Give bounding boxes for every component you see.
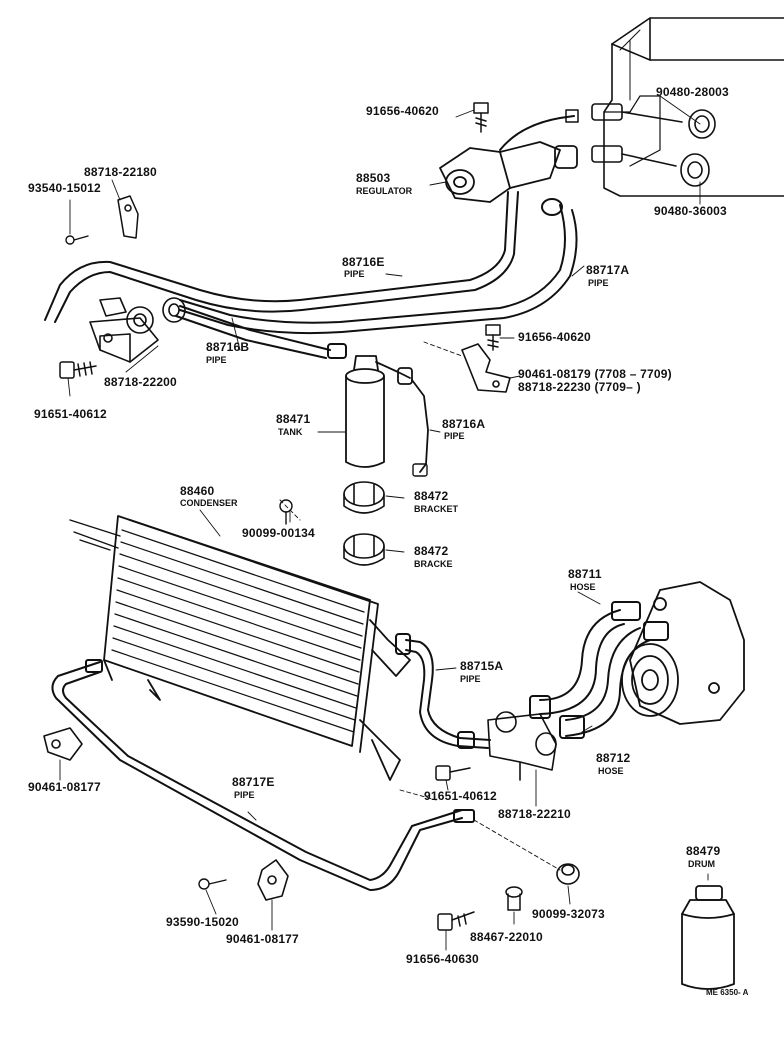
label-93590-15020: 93590-15020 bbox=[166, 915, 239, 929]
label-88718-22200: 88718-22200 bbox=[104, 375, 177, 389]
upper-pipe bbox=[499, 115, 575, 151]
label-88716e: 88716E bbox=[342, 255, 385, 269]
label-88503: 88503 bbox=[356, 171, 391, 185]
label-88472-upper: 88472 bbox=[414, 489, 449, 503]
label-88715a: 88715A bbox=[460, 659, 504, 673]
pin-88467-22010 bbox=[505, 886, 523, 911]
label-88471: 88471 bbox=[276, 412, 311, 426]
screw-93540-15012 bbox=[65, 235, 89, 245]
label-90461-08177-left: 90461-08177 bbox=[28, 780, 101, 794]
label-88716e-name: PIPE bbox=[344, 269, 365, 279]
left-fittings bbox=[99, 297, 186, 334]
label-90480-36003: 90480-36003 bbox=[654, 204, 727, 218]
label-90461-08177-bottom: 90461-08177 bbox=[226, 932, 299, 946]
label-90099-32073: 90099-32073 bbox=[532, 907, 605, 921]
bolt-91656-40620-top bbox=[473, 102, 489, 133]
label-88717a-name: PIPE bbox=[588, 278, 609, 288]
screw-90099-00134 bbox=[279, 499, 293, 525]
label-91651-40612-left: 91651-40612 bbox=[34, 407, 107, 421]
label-91656-40620-mid: 91656-40620 bbox=[518, 330, 591, 344]
pipe-88717e bbox=[51, 659, 475, 891]
grommet-90099-32073 bbox=[556, 863, 580, 885]
pipe-88717a bbox=[179, 198, 578, 335]
pipe-88716b bbox=[175, 305, 347, 359]
label-88717e: 88717E bbox=[232, 775, 275, 789]
compressor-fittings bbox=[591, 103, 716, 187]
label-88712: 88712 bbox=[596, 751, 631, 765]
tank-88471 bbox=[345, 355, 413, 468]
label-90461-08179: 90461-08179 (7708 – 7709) bbox=[518, 367, 672, 381]
label-88717e-name: PIPE bbox=[234, 790, 255, 800]
label-91656-40620-top: 91656-40620 bbox=[366, 104, 439, 118]
engine-block bbox=[603, 17, 784, 197]
bracket-88472-upper bbox=[343, 481, 385, 514]
label-88467-22010: 88467-22010 bbox=[470, 930, 543, 944]
diagram-code: ME 6350- A bbox=[706, 988, 749, 997]
hose-88712 bbox=[559, 621, 669, 739]
label-93540-15012: 93540-15012 bbox=[28, 181, 101, 195]
label-88716a-name: PIPE bbox=[444, 431, 465, 441]
label-88479: 88479 bbox=[686, 844, 721, 858]
leader-lines bbox=[59, 95, 709, 951]
label-88711: 88711 bbox=[568, 567, 602, 581]
label-88718-22230: 88718-22230 (7709– ) bbox=[518, 380, 641, 394]
label-88460-name: CONDENSER bbox=[180, 498, 238, 508]
label-88716b: 88716B bbox=[206, 340, 250, 354]
bracket-88472-lower bbox=[343, 533, 385, 566]
bracket-88718-22180 bbox=[117, 195, 139, 239]
label-88718-22180: 88718-22180 bbox=[84, 165, 157, 179]
drum-88479 bbox=[681, 885, 735, 990]
label-88479-name: DRUM bbox=[688, 859, 715, 869]
bracket-90461-08179 bbox=[461, 343, 511, 393]
bracket-88718-22200 bbox=[89, 317, 159, 363]
condenser-88460 bbox=[69, 515, 411, 781]
hose-88711 bbox=[529, 601, 641, 719]
clip-90461-08177-left bbox=[43, 727, 83, 761]
label-88472-lower: 88472 bbox=[414, 544, 449, 558]
label-88503-name: REGULATOR bbox=[356, 186, 413, 196]
label-88472-upper-name: BRACKET bbox=[414, 504, 458, 514]
bolt-91651-40612-right bbox=[435, 765, 471, 781]
label-88460: 88460 bbox=[180, 484, 215, 498]
pipe-88716a bbox=[411, 379, 429, 473]
label-88711-name: HOSE bbox=[570, 582, 596, 592]
compressor bbox=[621, 581, 745, 725]
label-88716a: 88716A bbox=[442, 417, 486, 431]
screw-93590-15020 bbox=[198, 878, 227, 890]
label-91656-40630: 91656-40630 bbox=[406, 952, 479, 966]
label-88717a: 88717A bbox=[586, 263, 630, 277]
pipe-88716e bbox=[44, 191, 519, 323]
label-88718-22210: 88718-22210 bbox=[498, 807, 571, 821]
label-88716b-name: PIPE bbox=[206, 355, 227, 365]
bolt-91656-40630 bbox=[437, 911, 475, 931]
label-90480-28003: 90480-28003 bbox=[656, 85, 729, 99]
clip-90461-08177-bottom bbox=[257, 859, 289, 901]
label-90099-00134: 90099-00134 bbox=[242, 526, 315, 540]
label-88712-name: HOSE bbox=[598, 766, 624, 776]
label-88471-name: TANK bbox=[278, 427, 303, 437]
bracket-88718-22210 bbox=[487, 711, 557, 781]
label-88472-lower-name: BRACKE bbox=[414, 559, 453, 569]
label-91651-40612-right: 91651-40612 bbox=[424, 789, 497, 803]
bolt-91651-40612-left bbox=[59, 361, 97, 379]
pipe-88715a bbox=[395, 633, 491, 749]
bolt-91656-40620-mid bbox=[485, 324, 501, 351]
label-88715a-name: PIPE bbox=[460, 674, 481, 684]
